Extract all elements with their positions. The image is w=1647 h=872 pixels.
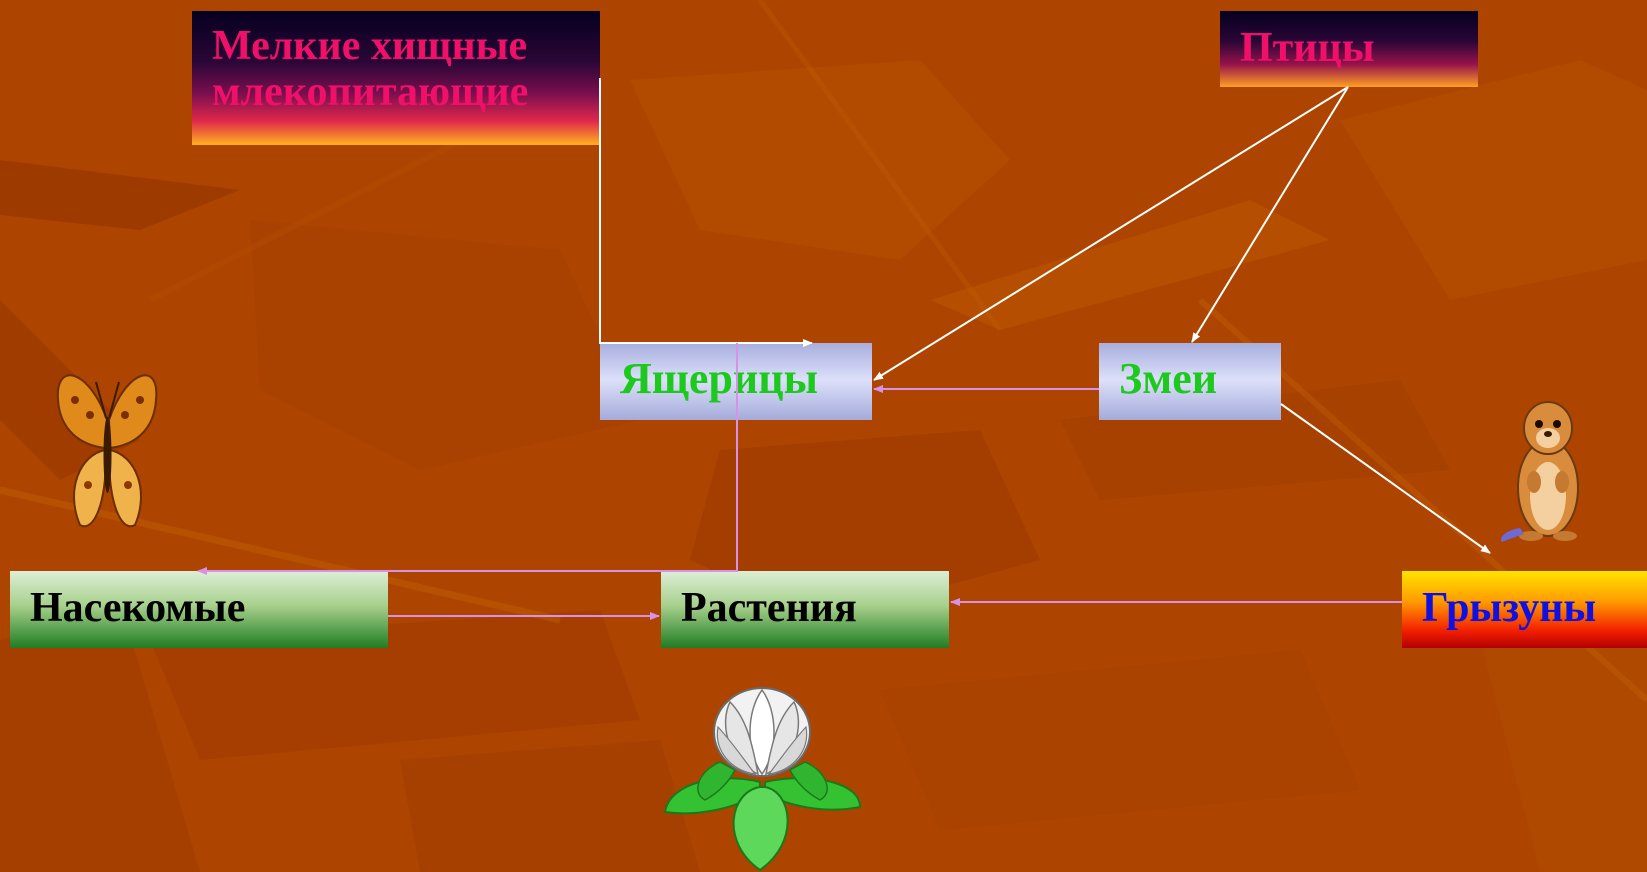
node-insects-label: Насекомые	[30, 585, 246, 631]
arrow-lizards-to-insects	[197, 343, 738, 575]
node-snakes-label: Змеи	[1119, 354, 1218, 403]
node-birds-label: Птицы	[1240, 25, 1375, 71]
arrow-mammals-to-lizards	[599, 78, 813, 347]
arrow-birds-to-lizards	[873, 86, 1349, 381]
arrow-birds-to-snakes	[1191, 86, 1349, 343]
node-lizards-label: Ящерицы	[620, 354, 818, 403]
node-birds: Птицы	[1220, 11, 1478, 87]
node-insects: Насекомые	[10, 571, 388, 648]
node-small-predatory-mammals: Мелкие хищные млекопитающие	[192, 11, 600, 145]
node-plants-label: Растения	[681, 585, 857, 631]
node-snakes: Змеи	[1099, 343, 1281, 420]
node-plants: Растения	[661, 571, 949, 648]
gopher-icon	[1500, 401, 1579, 542]
node-small-predatory-mammals-label: Мелкие хищные млекопитающие	[212, 23, 529, 116]
node-rodents: Грызуны	[1402, 571, 1647, 648]
arrow-snakes-to-rodents	[1280, 403, 1491, 554]
node-rodents-label: Грызуны	[1422, 585, 1597, 631]
flower-icon	[663, 687, 862, 872]
butterfly-icon	[56, 374, 158, 528]
